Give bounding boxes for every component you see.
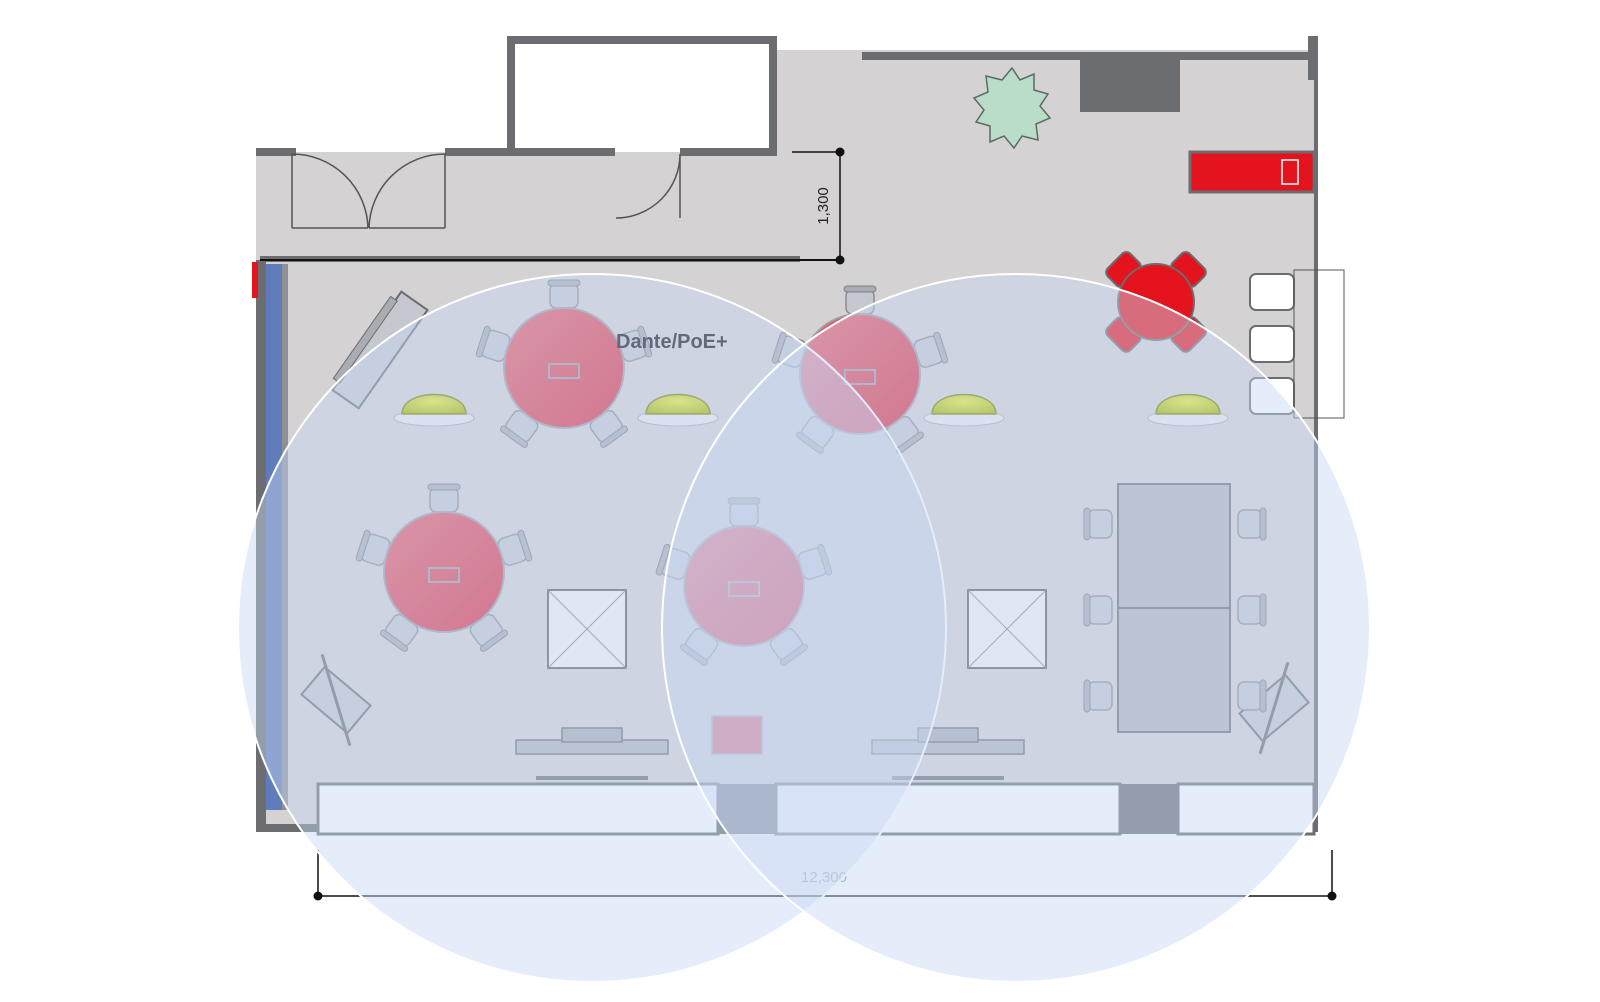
ceiling-speaker-icon: [1147, 393, 1229, 427]
lounge-chair-left-top: [331, 290, 429, 410]
desk-chair-bottom-left: [515, 727, 669, 780]
round-table-4: [654, 497, 834, 668]
round-table-1: [474, 279, 654, 450]
coverage-zone-right: [661, 273, 1371, 983]
armchairs-right: [1249, 269, 1345, 419]
ceiling-speaker-icon: [637, 393, 719, 427]
dimension-depth: 1,300: [260, 147, 845, 265]
red-cabinet: [1188, 150, 1316, 194]
ceiling-speaker-icon: [923, 393, 1005, 427]
left-shelf: [266, 264, 288, 810]
coverage-zone-left: [237, 273, 947, 983]
dimension-width: 12,300: [313, 850, 1337, 901]
column-x-icon: [547, 589, 627, 669]
meeting-table: [1083, 483, 1267, 733]
floor-box: [711, 715, 763, 755]
dimension-width-label: 12,300: [801, 869, 847, 886]
corridor-doors: [291, 153, 681, 229]
column-x-icon: [967, 589, 1047, 669]
plant-icon: [972, 66, 1052, 150]
bottom-cabinets: [316, 782, 1316, 836]
round-table-2: [770, 285, 950, 456]
desk-chair-bottom-right: [871, 727, 1025, 780]
ceiling-speaker-icon: [393, 393, 475, 427]
lounge-chair-left-bottom: [300, 653, 372, 747]
coverage-zones: [237, 273, 1371, 983]
network-label: Dante/PoE+: [616, 331, 728, 353]
round-table-3: [354, 483, 534, 654]
dimension-depth-label: 1,300: [815, 187, 832, 225]
